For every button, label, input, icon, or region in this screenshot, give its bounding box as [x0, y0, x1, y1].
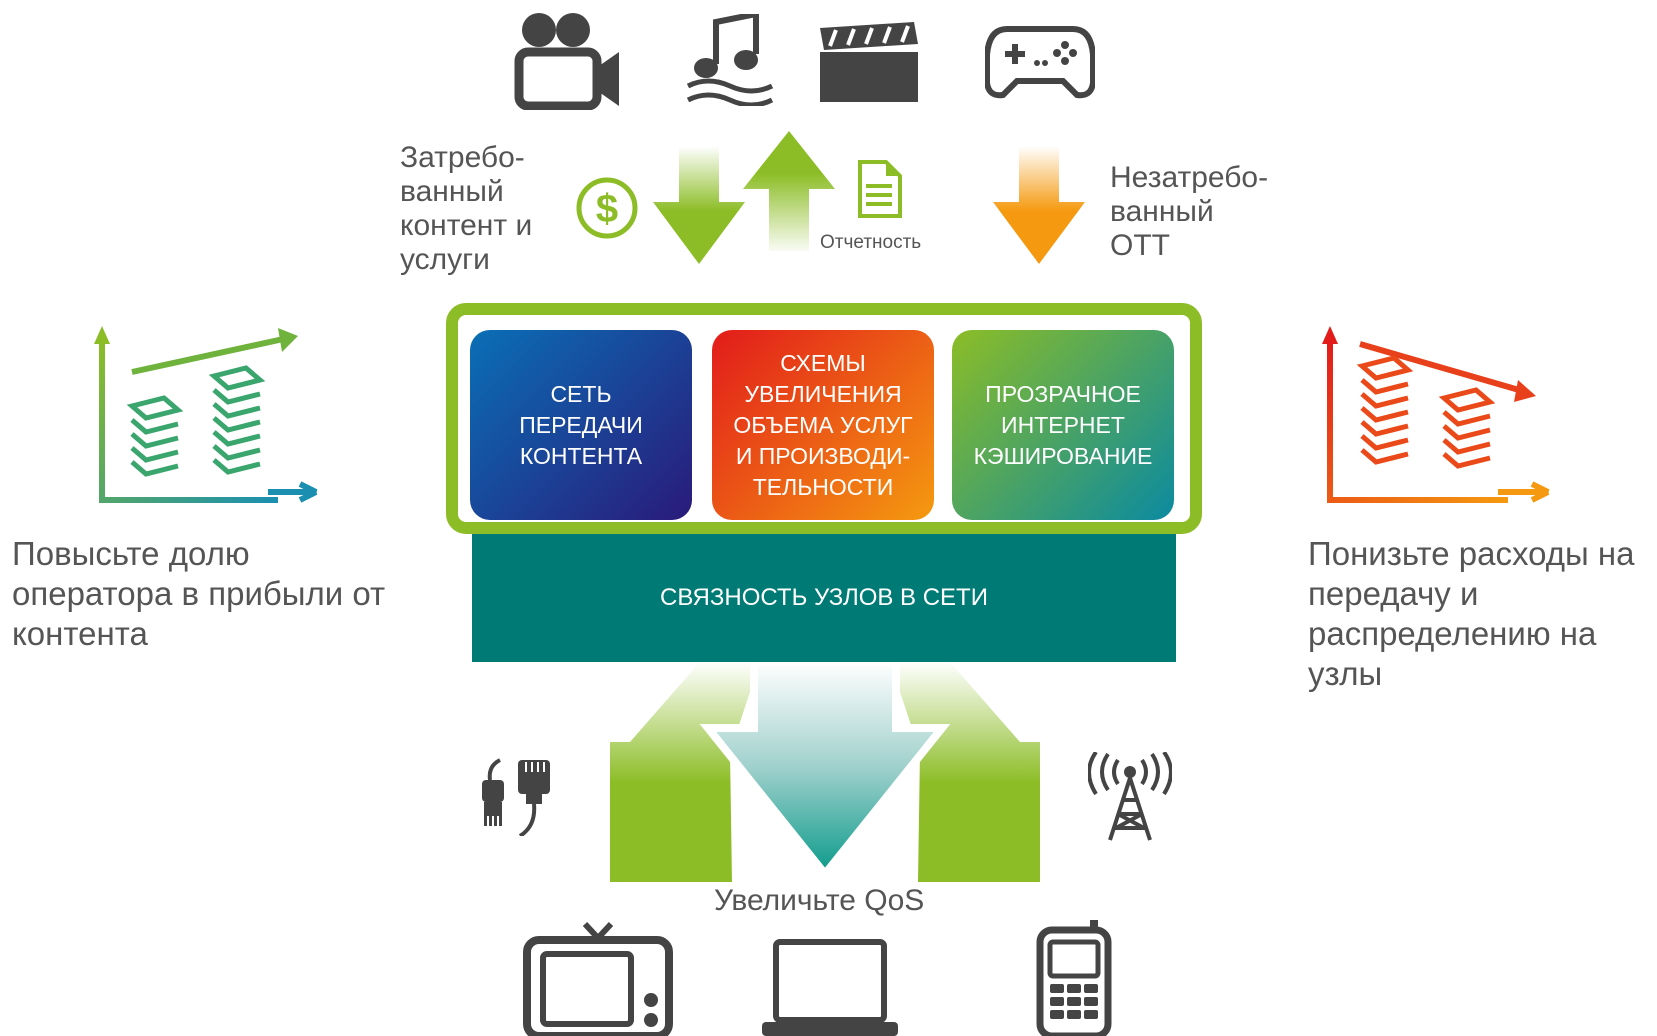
- cable-plug-icon: [478, 756, 558, 836]
- raise-share-label: Повысьте долю оператора в прибыли от кон…: [12, 535, 386, 652]
- music-note-icon: [686, 14, 774, 106]
- reporting-label: Отчетность: [820, 232, 922, 253]
- antenna-icon: [1088, 752, 1172, 842]
- clapperboard-icon: [816, 22, 922, 104]
- service-scaling-box: СХЕМЫ УВЕЛИЧЕНИЯ ОБЪЕМА УСЛУГ И ПРОИЗВОД…: [712, 330, 934, 520]
- dollar-icon: $: [575, 176, 639, 240]
- content-delivery-network-label: СЕТЬ ПЕРЕДАЧИ КОНТЕНТА: [519, 380, 643, 469]
- qos-label: Увеличьте QoS: [714, 884, 925, 917]
- upstream-report-arrow: [743, 131, 835, 256]
- laptop-icon: [762, 938, 898, 1036]
- transparent-caching-box: ПРОЗРАЧНОЕ ИНТЕРНЕТ КЭШИРОВАНИЕ: [952, 330, 1174, 520]
- gamepad-icon: [985, 25, 1095, 101]
- transparent-caching-label: ПРОЗРАЧНОЕ ИНТЕРНЕТ КЭШИРОВАНИЕ: [973, 380, 1153, 469]
- video-camera-icon: [513, 8, 623, 110]
- mobile-phone-icon: [1036, 920, 1112, 1036]
- downstream-content-arrow: [653, 146, 745, 269]
- network-connectivity-label: СВЯЗНОСТЬ УЗЛОВ В СЕТИ: [660, 584, 988, 611]
- lower-costs-label: Понизьте расходы на передачу и распредел…: [1308, 535, 1635, 692]
- tv-icon: [523, 920, 673, 1036]
- undemanded-ott-label: Незатребо- ванный OTT: [1110, 161, 1269, 262]
- document-icon: [856, 160, 902, 218]
- distribution-arrows: [610, 658, 1040, 907]
- content-delivery-network-box: СЕТЬ ПЕРЕДАЧИ КОНТЕНТА: [470, 330, 692, 520]
- demanded-content-label: Затребо- ванный контент и услуги: [400, 141, 533, 276]
- svg-text:$: $: [596, 187, 618, 231]
- service-scaling-label: СХЕМЫ УВЕЛИЧЕНИЯ ОБЪЕМА УСЛУГ И ПРОИЗВОД…: [733, 349, 913, 500]
- ott-arrow: [993, 146, 1085, 269]
- growth-chart-icon: [88, 322, 328, 504]
- decline-chart-icon: [1318, 322, 1558, 504]
- network-connectivity-bar: СВЯЗНОСТЬ УЗЛОВ В СЕТИ: [472, 534, 1176, 662]
